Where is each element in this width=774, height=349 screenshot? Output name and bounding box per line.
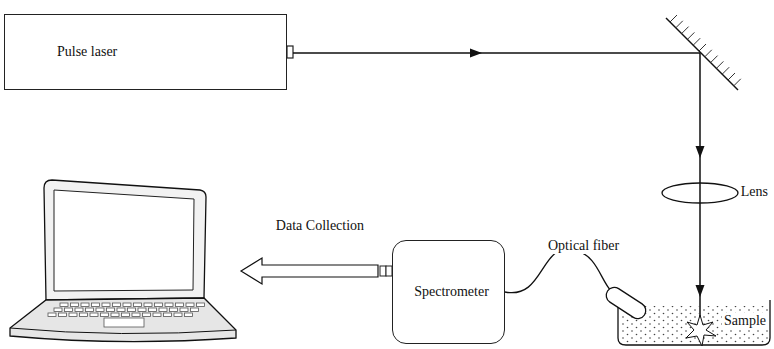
data-collection-label: Data Collection bbox=[268, 218, 372, 234]
lens-label: Lens bbox=[739, 184, 770, 200]
node-label: Pulse laser bbox=[57, 44, 117, 61]
spectrometer-box: Spectrometer bbox=[392, 240, 505, 344]
node-label: Spectrometer bbox=[414, 284, 489, 301]
fiber-label: Optical fiber bbox=[546, 238, 621, 254]
sample-label: Sample bbox=[722, 313, 768, 329]
laser-box: Pulse laser bbox=[4, 14, 287, 90]
